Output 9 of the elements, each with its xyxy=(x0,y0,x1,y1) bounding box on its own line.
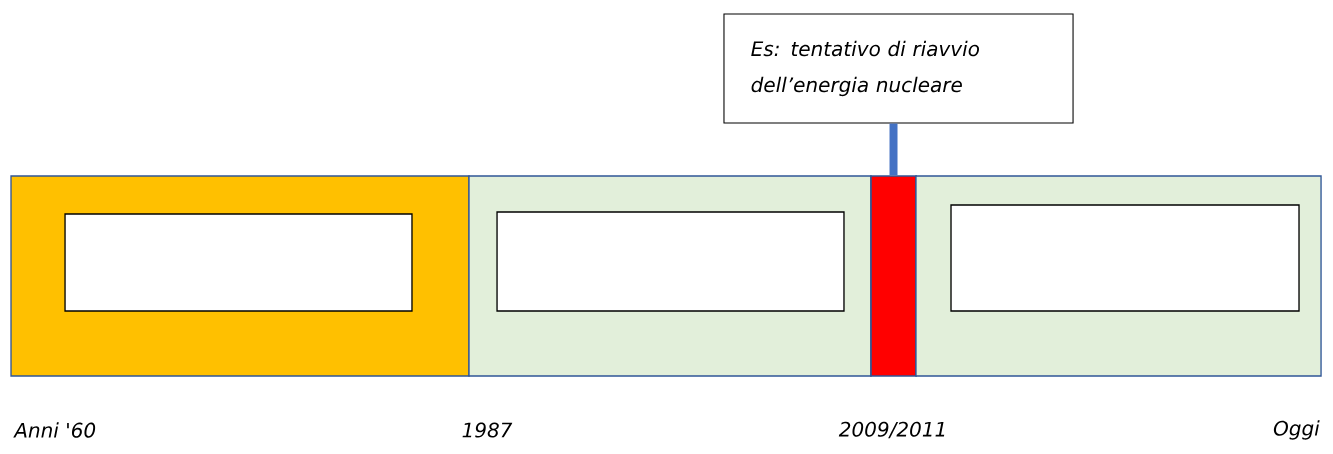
date-label: 1987 xyxy=(462,422,513,438)
marker-bar xyxy=(870,175,917,377)
date-label: 2009/2011 xyxy=(838,421,945,439)
callout-box: Es: tentativo di riavvio dell’energia nucleare xyxy=(723,13,1074,124)
empty-box xyxy=(496,211,845,312)
date-label: Oggi xyxy=(1273,420,1320,440)
empty-box xyxy=(64,213,413,312)
date-label: Anni '60 xyxy=(13,422,96,438)
empty-box xyxy=(950,204,1300,312)
